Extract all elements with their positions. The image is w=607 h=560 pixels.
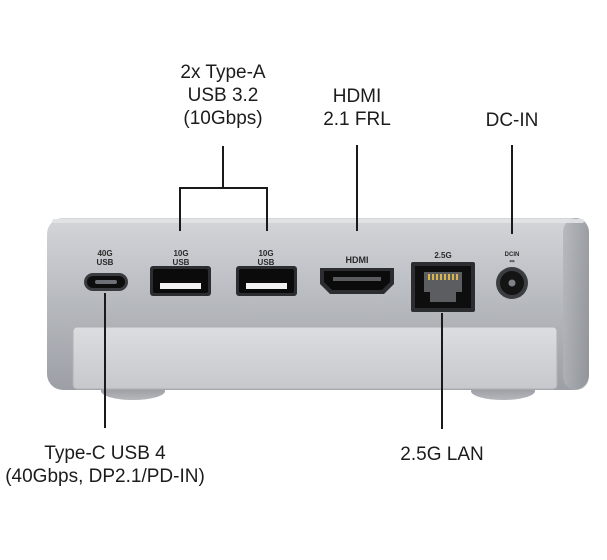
dc-in-port — [496, 267, 528, 299]
usba1-port-label-type: USB — [172, 258, 190, 267]
device-side — [563, 218, 589, 390]
usb-a-bracket-left — [179, 187, 181, 231]
usb-a-callout-label: 2x Type-A USB 3.2 (10Gbps) — [163, 61, 283, 130]
dcin-port-label-symbol: ⎓ — [509, 259, 515, 265]
usbc-callout-line2: (40Gbps, DP2.1/PD-IN) — [5, 466, 205, 487]
usbc-port-label-type: USB — [96, 258, 114, 267]
usb-a-port-1 — [150, 266, 211, 296]
usb-a-bracket-bar — [179, 187, 268, 189]
lan-callout-line1: 2.5G LAN — [400, 444, 484, 465]
usbc-callout-line — [104, 293, 106, 428]
lan-callout-line — [441, 313, 443, 429]
usb-a-bracket-right — [266, 187, 268, 231]
usba2-port-label-speed: 10G — [258, 249, 274, 258]
hdmi-callout-line1: HDMI — [332, 86, 382, 107]
dcin-port-label-text: DCIN — [504, 252, 520, 258]
usb-a-callout-line1: 2x Type-A — [180, 62, 266, 83]
usb-c-port — [84, 273, 128, 291]
lan-port-label: 2.5G — [427, 251, 459, 260]
usbc-port-label: 40G USB — [88, 249, 122, 267]
dcin-callout-line — [511, 145, 513, 234]
lan-callout-label: 2.5G LAN — [385, 443, 499, 466]
usb-a-callout-line2: USB 3.2 — [187, 85, 259, 106]
usb-a-callout-line3: (10Gbps) — [183, 108, 263, 129]
dcin-port-label: DCIN ⎓ — [497, 252, 527, 266]
bottom-panel — [72, 326, 558, 390]
hdmi-port-label: HDMI — [335, 256, 379, 265]
usba2-port-label-type: USB — [257, 258, 275, 267]
usba1-port-label-speed: 10G — [173, 249, 189, 258]
hdmi-callout-line2: 2.1 FRL — [323, 109, 391, 130]
usbc-callout-label: Type-C USB 4 (40Gbps, DP2.1/PD-IN) — [0, 442, 210, 488]
usbc-port-label-speed: 40G — [97, 249, 113, 258]
dcin-callout-label: DC-IN — [472, 109, 552, 132]
ethernet-port — [411, 262, 475, 312]
usba2-port-label: 10G USB — [249, 249, 283, 267]
usb-a-callout-line — [222, 146, 224, 188]
lan-port-label-text: 2.5G — [434, 251, 452, 260]
hdmi-callout-label: HDMI 2.1 FRL — [312, 85, 402, 131]
usb-a-port-2 — [236, 266, 297, 296]
hdmi-port — [320, 268, 394, 294]
hdmi-port-label-text: HDMI — [345, 255, 369, 265]
hdmi-callout-line — [356, 145, 358, 231]
dcin-callout-line1: DC-IN — [485, 110, 539, 131]
usbc-callout-line1: Type-C USB 4 — [44, 443, 166, 464]
usba1-port-label: 10G USB — [164, 249, 198, 267]
